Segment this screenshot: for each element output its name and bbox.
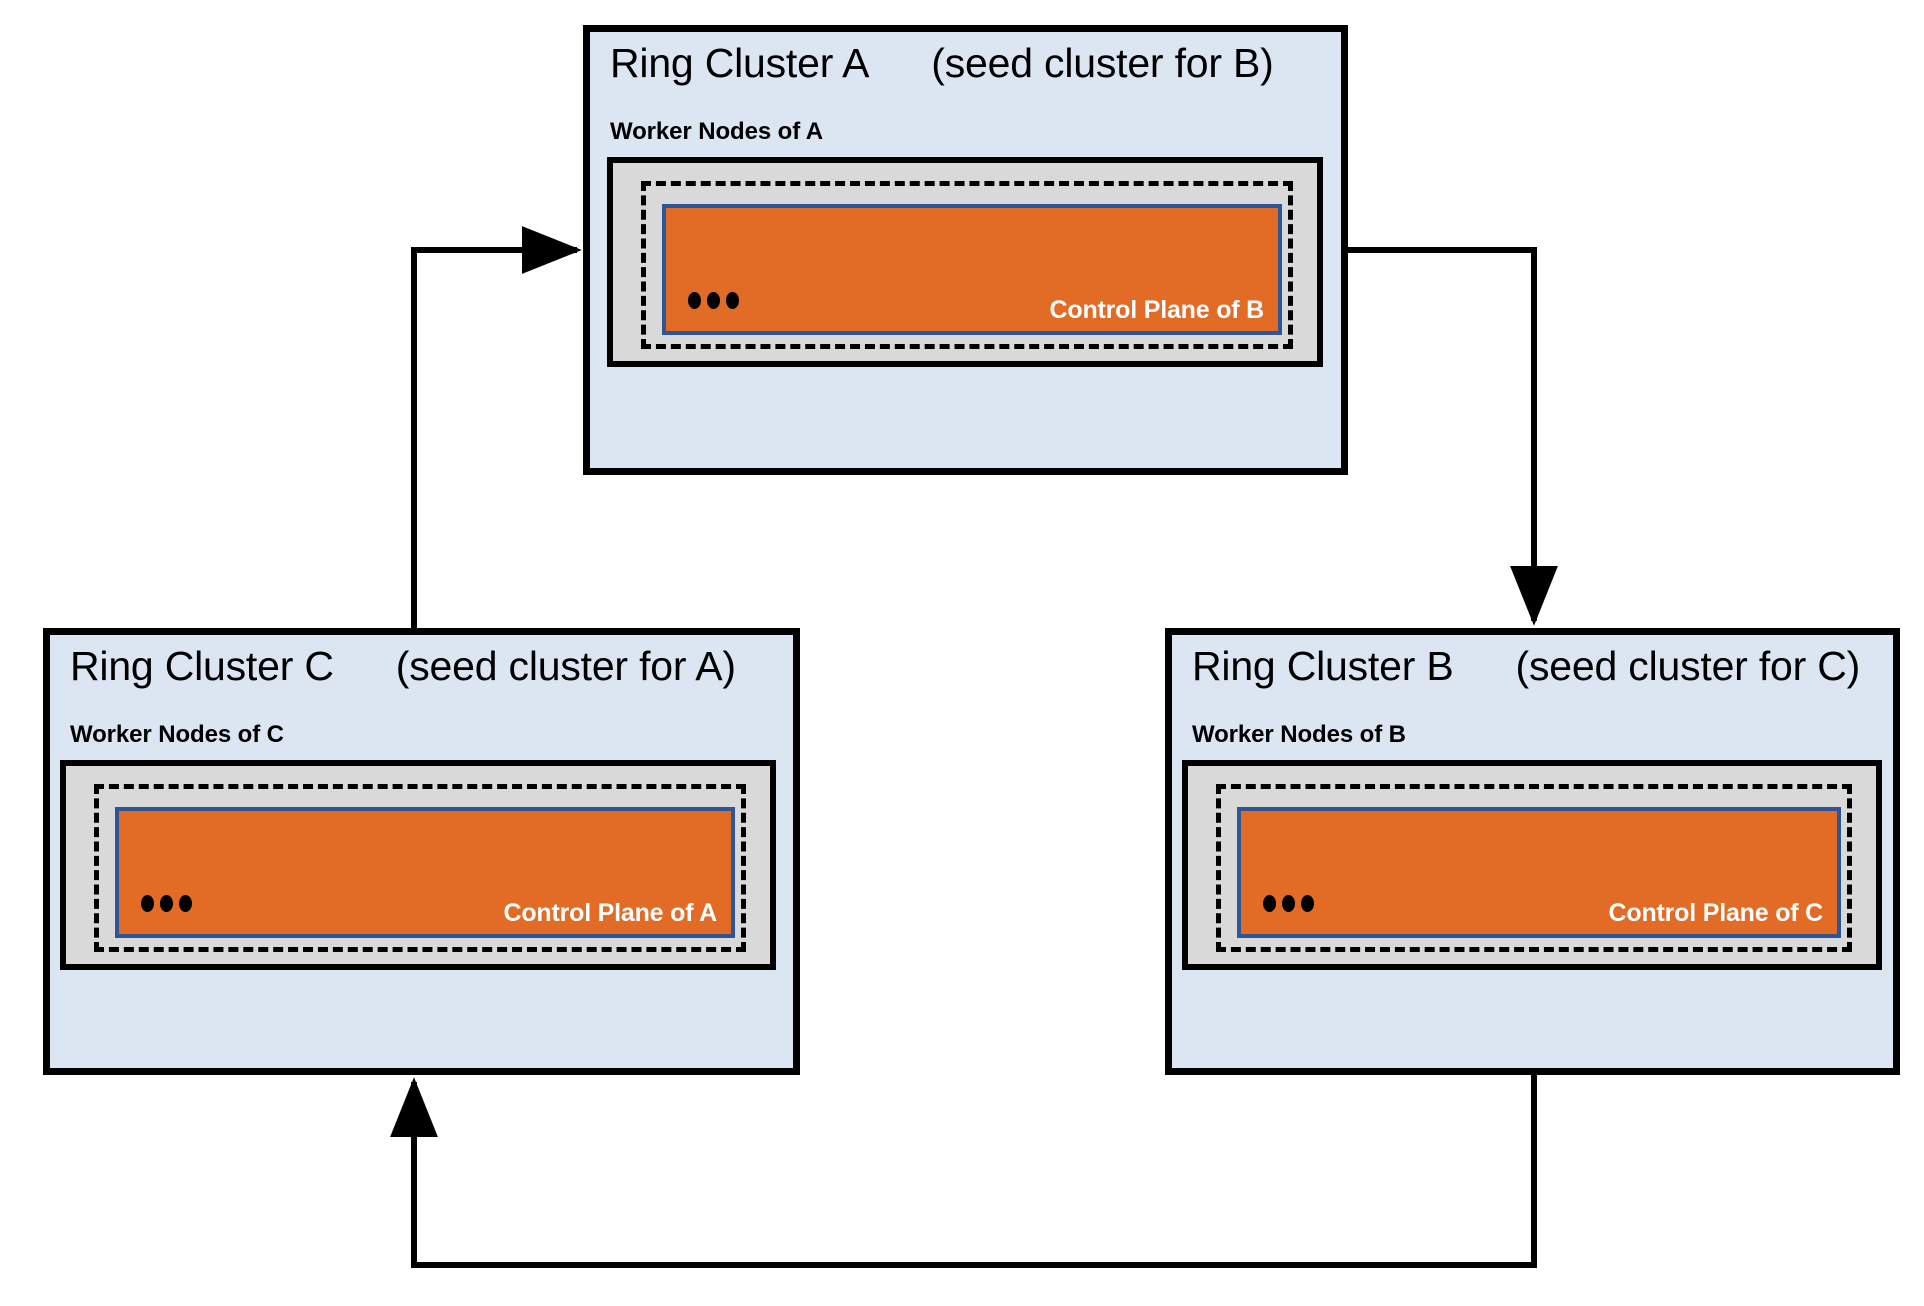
cluster-a-worker-label: Worker Nodes of A [610,118,823,145]
cluster-b-title: Ring Cluster B (seed cluster for C) [1192,643,1860,690]
cluster-a-control-plane-label: Control Plane of B [1049,296,1265,324]
cluster-b-control-plane-label: Control Plane of C [1608,899,1824,927]
arrow-b-to-c [390,1075,1537,1268]
cluster-c-worker-label: Worker Nodes of C [70,721,284,748]
cluster-b-control-plane[interactable]: Control Plane of C [1237,807,1841,938]
cluster-c-control-plane-label: Control Plane of A [503,899,717,927]
cluster-c-seed-note: (seed cluster for A) [395,643,736,689]
cluster-b-worker-label: Worker Nodes of B [1192,721,1406,748]
cluster-a-title-text: Ring Cluster A [610,40,870,86]
cluster-b-title-text: Ring Cluster B [1192,643,1454,689]
arrow-a-to-b [1348,247,1558,626]
cluster-c-title-text: Ring Cluster C [70,643,334,689]
cluster-a-seed-note: (seed cluster for B) [931,40,1274,86]
arrow-c-to-a [411,226,582,628]
cluster-a-worker-nodes-box: Control Plane of B [607,157,1323,367]
cluster-a-ellipsis-icon [688,292,739,309]
cluster-c-title: Ring Cluster C (seed cluster for A) [70,643,736,690]
cluster-a-title: Ring Cluster A (seed cluster for B) [610,40,1274,87]
cluster-b-ellipsis-icon [1263,895,1314,912]
ring-cluster-c[interactable]: Ring Cluster C (seed cluster for A) Worke… [43,628,800,1075]
cluster-c-worker-node-dashed-box: Control Plane of A [94,784,746,952]
cluster-b-worker-nodes-box: Control Plane of C [1182,760,1882,970]
ring-cluster-b[interactable]: Ring Cluster B (seed cluster for C) Worke… [1165,628,1900,1075]
cluster-a-worker-node-dashed-box: Control Plane of B [641,181,1293,349]
cluster-b-worker-node-dashed-box: Control Plane of C [1216,784,1852,952]
ring-cluster-a[interactable]: Ring Cluster A (seed cluster for B) Worke… [583,25,1348,475]
cluster-a-control-plane[interactable]: Control Plane of B [662,204,1282,335]
cluster-c-ellipsis-icon [141,895,192,912]
cluster-c-worker-nodes-box: Control Plane of A [60,760,776,970]
cluster-b-seed-note: (seed cluster for C) [1515,643,1861,689]
cluster-c-control-plane[interactable]: Control Plane of A [115,807,735,938]
